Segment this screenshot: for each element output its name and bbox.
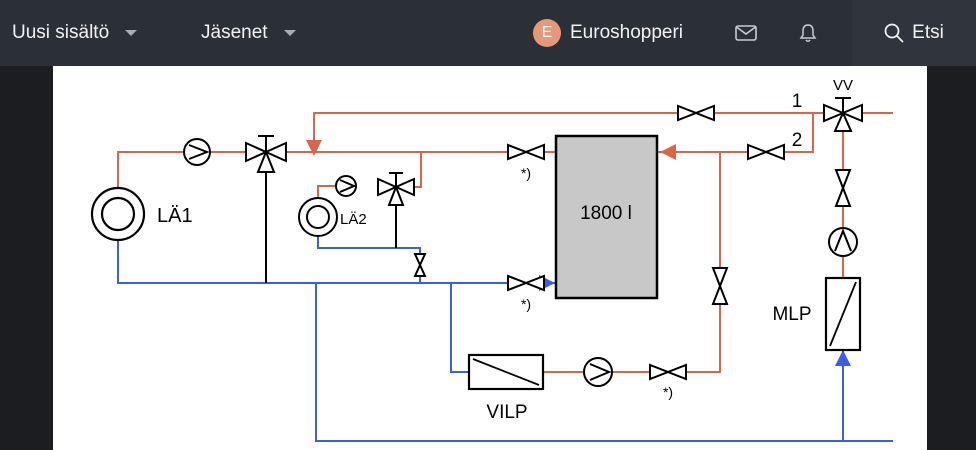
- alerts-button[interactable]: [786, 0, 830, 66]
- mixing-valve-2: [377, 172, 415, 248]
- chevron-down-icon: [283, 30, 296, 36]
- bell-icon: [799, 24, 817, 42]
- pump-circuit-2: [335, 175, 357, 197]
- vilp-unit: [467, 353, 545, 391]
- shutoff-valve: [834, 169, 852, 207]
- mixing-valve-vv: [823, 97, 863, 132]
- top-navigation-bar: Uusi sisältö Jäsenet E Euroshopperi Etsi: [0, 0, 976, 66]
- heating-system-diagram: 1800 l LÄ1 LÄ2: [90, 77, 893, 442]
- footnote-mark: *): [521, 165, 531, 181]
- la2-label: LÄ2: [340, 211, 367, 228]
- footnote-mark: *): [663, 384, 673, 400]
- radiator-la2: [298, 197, 338, 237]
- search-label: Etsi: [912, 22, 944, 43]
- shutoff-valve: [677, 104, 715, 122]
- shutoff-valve: [711, 267, 729, 305]
- pump-circuit-1: [183, 138, 211, 166]
- nav-members[interactable]: Jäsenet: [201, 0, 296, 66]
- vv-label: VV: [833, 77, 853, 94]
- footnote-mark: *): [521, 296, 531, 312]
- line-2-label: 2: [792, 130, 803, 151]
- vilp-label: VILP: [486, 402, 527, 423]
- search-button[interactable]: Etsi: [852, 0, 976, 66]
- shutoff-valve: [747, 143, 785, 161]
- envelope-icon: [735, 25, 757, 41]
- search-icon: [884, 23, 904, 43]
- inbox-button[interactable]: [724, 0, 768, 66]
- post-image: 1800 l LÄ1 LÄ2: [53, 66, 927, 450]
- cold-pipes: [117, 235, 893, 442]
- tank-label: 1800 l: [580, 203, 632, 224]
- nav-new-content[interactable]: Uusi sisältö: [12, 0, 138, 66]
- shutoff-valve: [507, 274, 545, 292]
- shutoff-valve: [507, 143, 545, 161]
- nav-members-label: Jäsenet: [201, 22, 268, 43]
- radiator-la1: [90, 186, 146, 242]
- pump-vilp: [583, 357, 613, 387]
- line-1-label: 1: [792, 91, 803, 112]
- chevron-down-icon: [125, 30, 138, 36]
- username: Euroshopperi: [570, 22, 684, 43]
- storage-tank: [554, 134, 659, 300]
- la1-label: LÄ1: [157, 205, 193, 227]
- user-menu[interactable]: E Euroshopperi: [533, 0, 683, 66]
- shutoff-valve: [649, 363, 687, 381]
- shutoff-valve: [413, 253, 427, 277]
- mixing-valve-1: [245, 135, 287, 283]
- mlp-label: MLP: [772, 304, 811, 325]
- mlp-unit: [824, 276, 862, 352]
- pump-mlp: [828, 227, 858, 257]
- nav-new-content-label: Uusi sisältö: [12, 22, 110, 43]
- avatar: E: [533, 19, 561, 47]
